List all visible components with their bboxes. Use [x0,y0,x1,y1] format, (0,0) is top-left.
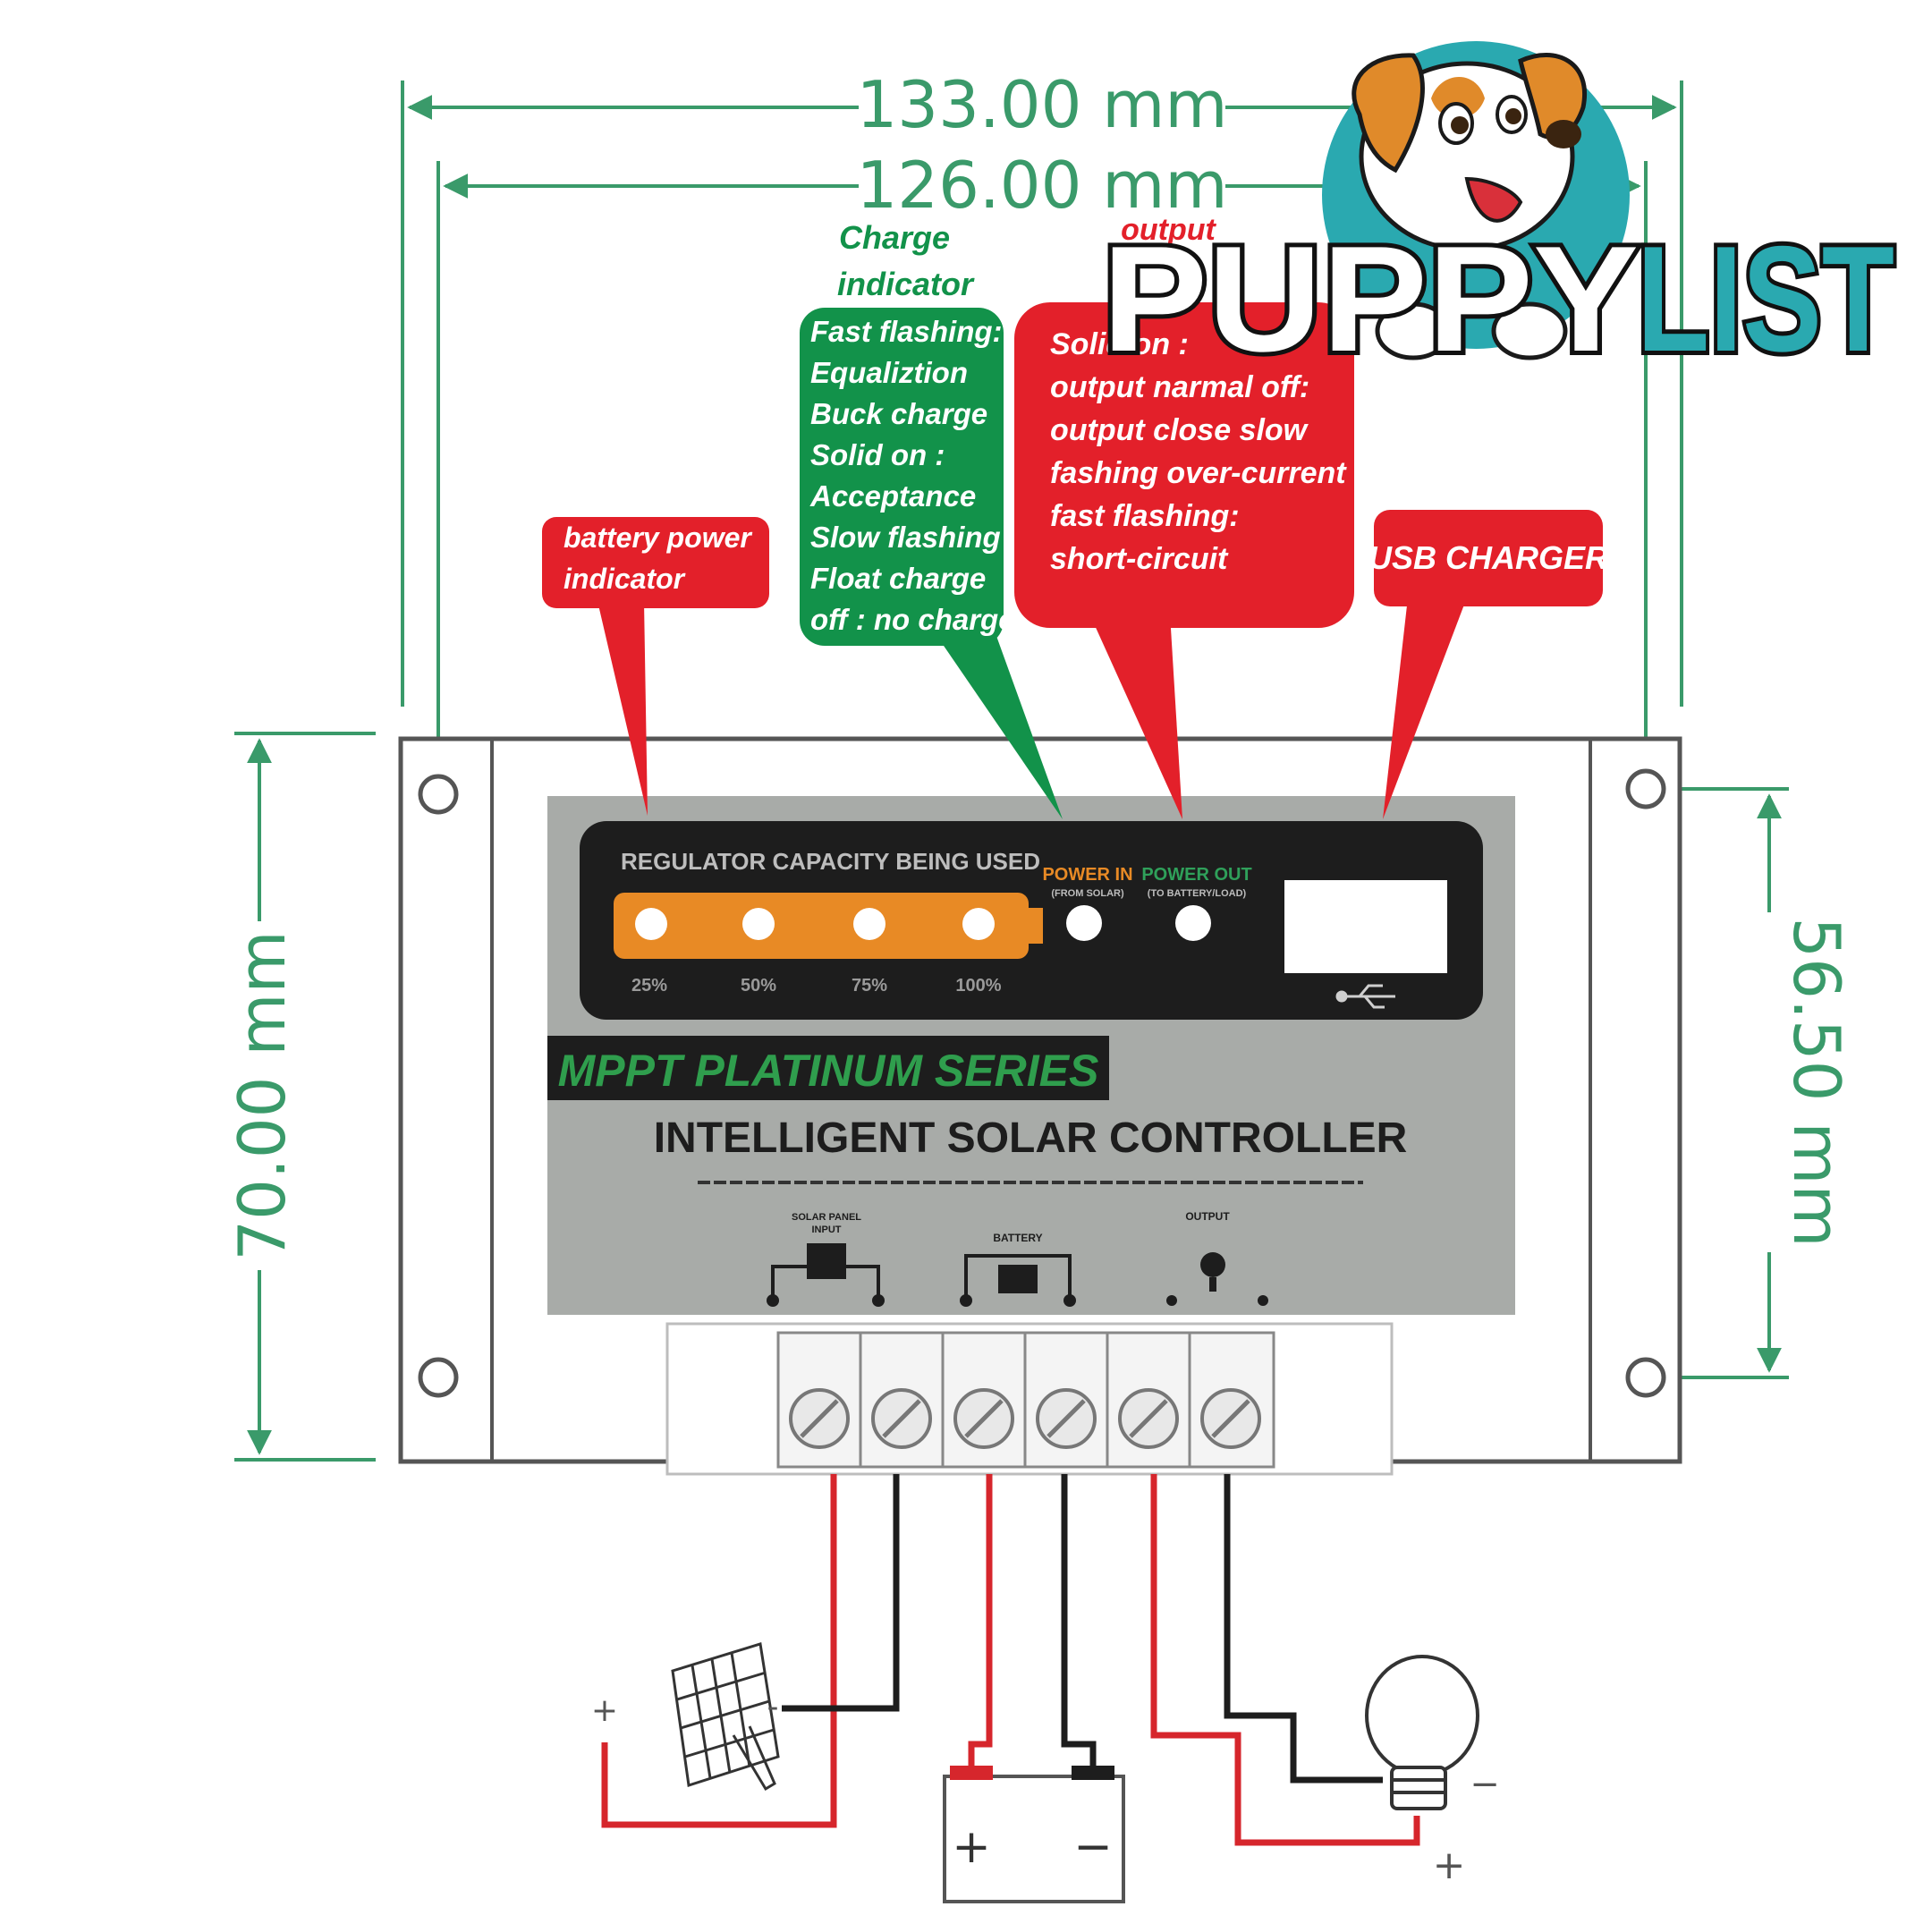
capacity-led-100 [962,908,995,940]
output-callout-line-6: short-circuit [1050,542,1229,576]
level-label-100: 100% [955,976,1001,996]
battery-minus-sign: − [1073,1820,1113,1874]
charge-callout-line-2: Equaliztion [810,356,968,389]
terminal-screw-slot-5 [1129,1399,1168,1438]
capacity-led-75 [853,908,886,940]
puppylist-logo: PUPPY LIST [1097,41,1899,387]
level-label-50: 50% [741,976,776,996]
dimension-width-126-label: 126.00 mm [856,148,1227,223]
usb-callout-label: USB CHARGER [1368,539,1608,576]
callout-battery-indicator: battery power indicator [542,517,769,816]
power-out-label: POWER OUT [1141,865,1251,885]
solar-input-label-2: INPUT [812,1224,842,1235]
dog-icon [1352,53,1587,252]
solar-input-label-1: SOLAR PANEL [792,1212,861,1223]
solar-plus-sign: + [591,1692,618,1729]
battery-terminal-label: BATTERY [993,1232,1042,1244]
charge-callout-line-4: Solid on : [810,438,945,471]
power-in-sublabel: (FROM SOLAR) [1051,888,1124,899]
output-callout-line-5: fast flashing: [1050,499,1240,533]
battery-terminal-icon [960,1254,1076,1307]
power-in-led [1066,905,1102,941]
level-label-75: 75% [852,976,887,996]
capacity-led-50 [742,908,775,940]
charge-callout-line-3: Buck charge [810,397,987,430]
callout-output: Solid on : output narmal off: output close… [1014,302,1354,819]
power-in-label: POWER IN [1042,865,1132,885]
logo-word-puppy: PUPPY [1102,215,1639,383]
charge-callout-line-5: Acceptance [809,479,976,513]
output-callout-line-3: output close slow [1050,413,1309,447]
charge-callout-line-1: Fast flashing: [810,315,1003,348]
solar-panel-terminal-icon [767,1243,885,1307]
battery-plus-sign: + [952,1820,991,1874]
wires [601,1474,1420,1846]
battery-callout-line-2: indicator [564,563,686,595]
output-callout-line-1: Solid on : [1050,327,1189,361]
output-terminal-icon [1166,1252,1268,1306]
dog-paws-icon [1375,301,1568,360]
level-label-25: 25% [631,976,667,996]
series-title: MPPT PLATINUM SERIES [558,1046,1099,1096]
charge-callout-line-7: Float charge [810,562,986,595]
charge-callout-line-8: off : no charge [810,603,1015,636]
capacity-gauge [614,893,1043,959]
output-callout-line-4: fashing over-current [1050,456,1347,490]
load-plus-sign: + [1433,1843,1466,1888]
terminal-screw-slot-3 [964,1399,1004,1438]
terminal-screw-slot-1 [800,1399,839,1438]
battery-icon [943,1766,1125,1903]
solar-minus-sign: - [767,1689,779,1725]
logo-word-list: LIST [1637,215,1894,383]
capacity-label: REGULATOR CAPACITY BEING USED [621,848,1040,875]
output-callout-line-2: output narmal off: [1050,370,1309,404]
charge-callout-title-1: Charge [839,219,950,256]
terminal-screw-slot-6 [1211,1399,1250,1438]
load-minus-sign: − [1470,1764,1500,1805]
power-out-led [1175,905,1211,941]
mounting-hole-bottom-left [418,1357,459,1398]
callout-usb-charger: USB CHARGER [1368,510,1608,819]
output-callout-title: output [1121,213,1216,247]
charge-callout-title-2: indicator [837,266,975,302]
dimension-height-70 [234,732,376,1462]
dimension-height-70-label: 70.00 mm [225,930,300,1260]
battery-callout-line-1: battery power [564,521,752,554]
terminal-block [665,1322,1394,1476]
usb-port [1284,880,1447,973]
usb-symbol-icon [1335,984,1395,1009]
series-banner [547,1036,1109,1100]
capacity-led-25 [635,908,667,940]
dimension-width-133-label: 133.00 mm [856,67,1227,142]
mounting-hole-top-right [1625,768,1666,809]
light-bulb-icon [1365,1655,1479,1810]
terminal-screw-slot-4 [1046,1399,1086,1438]
mounting-hole-top-left [418,774,459,815]
product-title: INTELLIGENT SOLAR CONTROLLER [654,1114,1408,1162]
output-terminal-label: OUTPUT [1185,1210,1230,1223]
power-out-sublabel: (TO BATTERY/LOAD) [1148,888,1247,899]
solar-panel-icon [671,1642,780,1792]
terminal-screws [789,1388,1261,1449]
dimension-height-56-label: 56.50 mm [1779,917,1854,1247]
terminal-screw-slot-2 [882,1399,921,1438]
mounting-hole-bottom-right [1625,1357,1666,1398]
charge-callout-line-6: Slow flashing [810,521,1001,554]
